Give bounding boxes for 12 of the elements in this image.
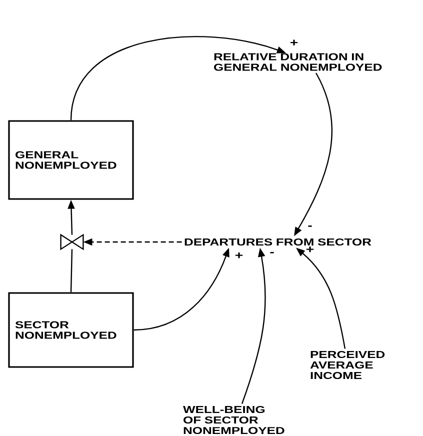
polarity-sign: + xyxy=(234,252,244,260)
variable-label: DEPARTURES FROM SECTOR xyxy=(184,238,372,246)
stock-box: SECTOR NONEMPLOYED xyxy=(8,292,134,368)
polarity-sign: + xyxy=(304,246,316,254)
variable-label: PERCEIVED AVERAGE INCOME xyxy=(310,350,385,380)
polarity-sign: - xyxy=(306,224,314,230)
valve-symbol xyxy=(60,234,84,250)
stock-box: GENERAL NONEMPLOYED xyxy=(8,120,134,200)
polarity-sign: - xyxy=(268,251,276,256)
variable-label: RELATIVE DURATION IN GENERAL NONEMPLOYED xyxy=(214,53,382,71)
polarity-sign: + xyxy=(288,38,300,48)
variable-label: WELL-BEING OF SECTOR NONEMPLOYED xyxy=(183,406,284,434)
